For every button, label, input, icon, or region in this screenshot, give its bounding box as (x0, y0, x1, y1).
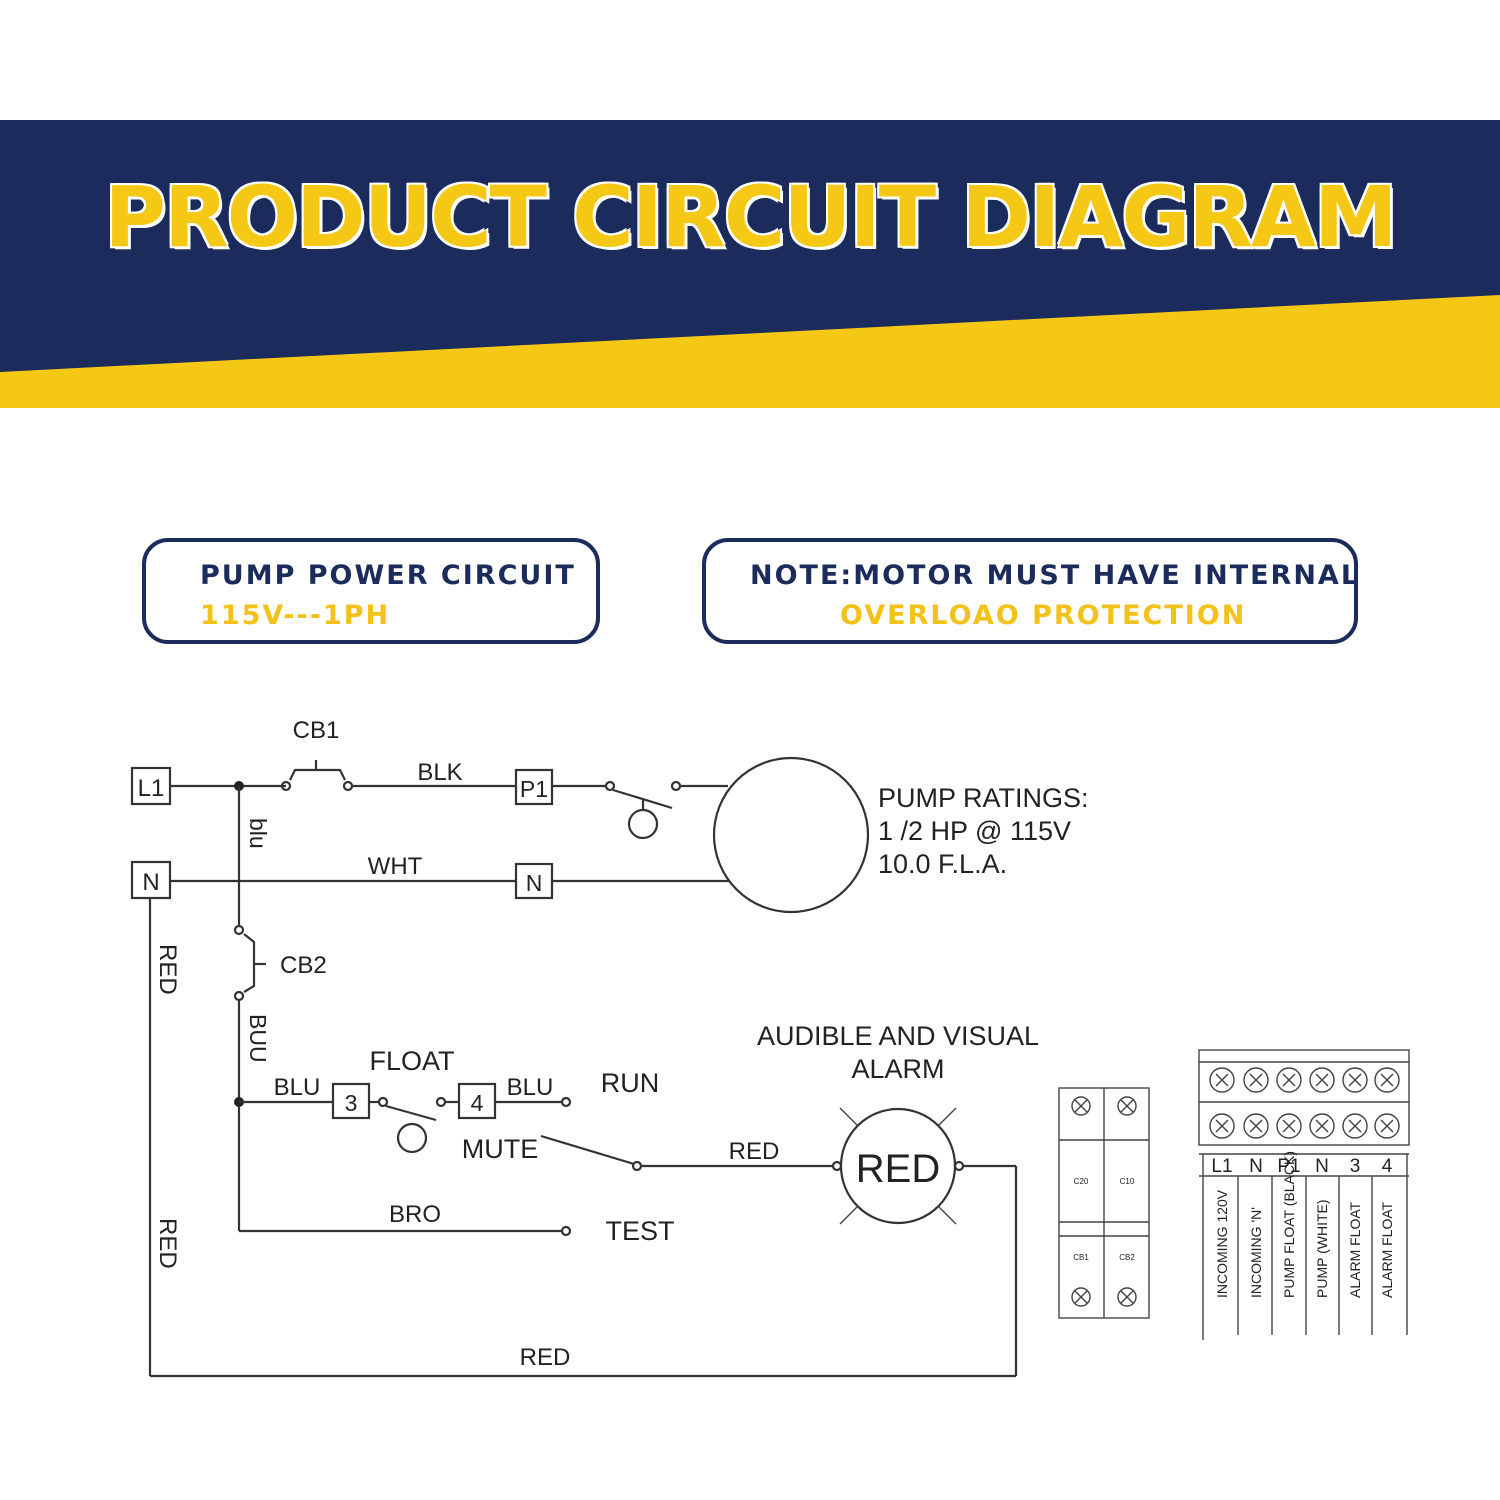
box-right-subtitle: OVERLOAO PROTECTION (840, 600, 1247, 631)
terminal-screw-icon (1243, 1067, 1269, 1093)
red-wire-label-bottom: RED (154, 1218, 181, 1269)
breaker-cb1-label: CB1 (1073, 1253, 1089, 1262)
run-contact (560, 1096, 572, 1108)
alarm-title-line1: AUDIBLE AND VISUAL (757, 1021, 1039, 1051)
pump-float-ball (627, 808, 659, 840)
mute-label: MUTE (462, 1134, 539, 1164)
terminal-header-label: L1 (1211, 1156, 1232, 1177)
terminal-screw-icon (1309, 1067, 1335, 1093)
run-label: RUN (601, 1068, 660, 1098)
terminal-screw-icon (1243, 1113, 1269, 1139)
cb1-breaker (289, 768, 346, 781)
blu-wire-label-left: BLU (274, 1074, 321, 1101)
terminal-screw-icon (1209, 1113, 1235, 1139)
blk-wire-label: BLK (417, 759, 462, 786)
breaker-c20-label: C20 (1074, 1177, 1089, 1186)
terminal-screw-icon (1374, 1067, 1400, 1093)
bro-wire-label: BRO (389, 1201, 441, 1228)
pump-float-switch (612, 788, 673, 810)
terminal-p1-label: P1 (520, 776, 548, 802)
terminal-description-label: INCOMING 'N' (1248, 1207, 1264, 1298)
terminal-description-label: PUMP (WHITE) (1314, 1199, 1330, 1298)
mute-switch (540, 1134, 635, 1166)
test-label: TEST (605, 1216, 674, 1246)
terminal-4-label: 4 (471, 1090, 484, 1116)
cb1-label: CB1 (293, 717, 340, 744)
page-title: PRODUCT CIRCUIT DIAGRAM (104, 168, 1397, 266)
cb2-contact (233, 924, 245, 936)
terminal-n-pump-label: N (526, 870, 543, 896)
red-wire-label-top: RED (154, 944, 181, 995)
red-alarm-wire-label: RED (729, 1138, 780, 1165)
blu-wire-label: blu (245, 818, 271, 849)
alarm-float-ball (396, 1122, 428, 1154)
cb2-label: CB2 (280, 952, 327, 979)
terminal-description-label: ALARM FLOAT (1347, 1201, 1363, 1298)
terminal-screw-icon (1276, 1067, 1302, 1093)
pump-ratings-title: PUMP RATINGS: (878, 783, 1089, 813)
breaker-cb2-label: CB2 (1119, 1253, 1135, 1262)
cb2-contact (233, 990, 245, 1002)
mute-switch-contact (631, 1160, 643, 1172)
terminal-header-label: P1 (1277, 1156, 1300, 1177)
box-left-title: PUMP POWER CIRCUIT (200, 560, 576, 591)
terminal-description-label: INCOMING 120V (1214, 1189, 1230, 1298)
float-switch-contact (670, 780, 682, 792)
buu-wire-label: BUU (245, 1014, 271, 1063)
terminal-header-label: 3 (1350, 1156, 1361, 1177)
terminal-3-label: 3 (345, 1090, 358, 1116)
alarm-float-contact (377, 1096, 389, 1108)
alarm-title-line2: ALARM (851, 1054, 944, 1084)
float-label: FLOAT (369, 1046, 454, 1076)
red-wire-label-bottom-return: RED (520, 1344, 571, 1371)
breaker-c10-label: C10 (1120, 1177, 1135, 1186)
alarm-float-contact (435, 1096, 447, 1108)
alarm-lamp-label: RED (856, 1147, 940, 1191)
terminal-screw-icon (1209, 1067, 1235, 1093)
terminal-description-label: PUMP FLOAT (BLACK) (1281, 1151, 1297, 1298)
blu-wire-label-right: BLU (507, 1074, 554, 1101)
pump-motor (712, 756, 870, 914)
box-left-voltage: 115V---1PH (200, 600, 391, 631)
terminal-screw-icon (1309, 1113, 1335, 1139)
alarm-float-switch (385, 1104, 437, 1122)
terminal-screw-icon (1276, 1113, 1302, 1139)
terminal-n-label: N (142, 869, 159, 896)
wht-wire-label: WHT (368, 853, 423, 880)
cb1-contact (280, 780, 292, 792)
pump-power-circuit-box: PUMP POWER CIRCUIT 115V---1PH (142, 538, 600, 644)
cb2-breaker (243, 933, 256, 993)
test-contact (560, 1225, 572, 1237)
pump-ratings-fla: 10.0 F.L.A. (878, 849, 1007, 879)
box-right-title: NOTE:MOTOR MUST HAVE INTERNAL (750, 560, 1361, 591)
pump-ratings-power: 1 /2 HP @ 115V (878, 816, 1071, 846)
terminal-description-label: ALARM FLOAT (1379, 1201, 1395, 1298)
cb1-contact (342, 780, 354, 792)
terminal-l1-label: L1 (138, 775, 165, 802)
breaker-module: C20 C10 CB1 CB2 (1058, 1087, 1150, 1319)
terminal-header-label: 4 (1382, 1156, 1393, 1177)
float-switch-contact (604, 780, 616, 792)
terminal-screw-icon (1342, 1067, 1368, 1093)
motor-note-box: NOTE:MOTOR MUST HAVE INTERNAL OVERLOAO P… (702, 538, 1358, 644)
terminal-header-label: N (1315, 1156, 1329, 1177)
terminal-header-label: N (1249, 1156, 1263, 1177)
terminal-screw-icon (1342, 1113, 1368, 1139)
terminal-screw-icon (1374, 1113, 1400, 1139)
